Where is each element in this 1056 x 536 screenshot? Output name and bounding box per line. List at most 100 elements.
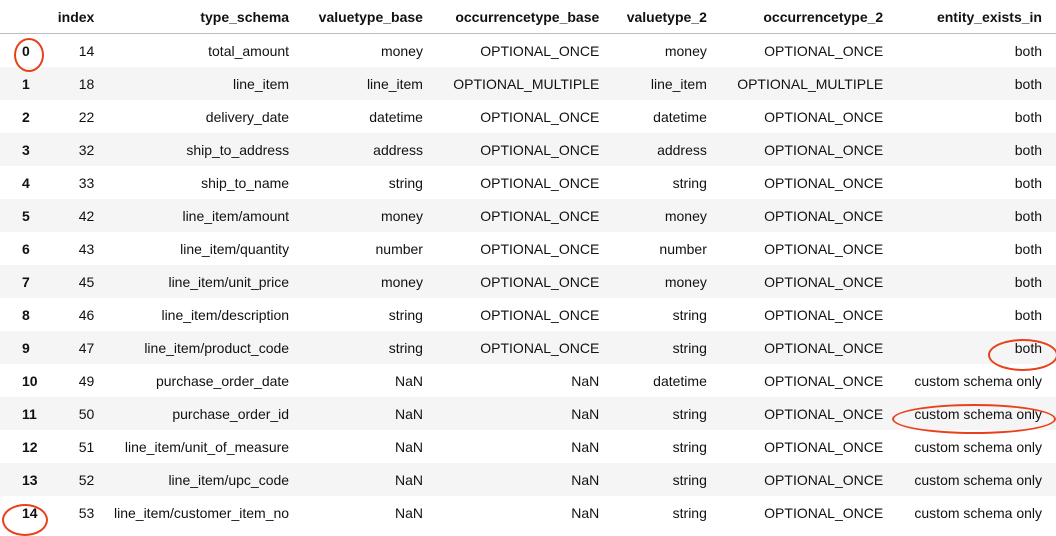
- type-schema-cell: line_item: [94, 67, 304, 100]
- valuetype-base-cell: address: [303, 133, 437, 166]
- valuetype-2-cell: string: [672, 174, 707, 191]
- occurrencetype-base-cell: OPTIONAL_ONCE: [436, 199, 614, 232]
- valuetype-2-cell: string: [613, 463, 721, 496]
- valuetype-2-cell: string: [613, 331, 721, 364]
- valuetype-base-cell: money: [303, 265, 437, 298]
- entity-exists-in-cell: both: [1014, 240, 1042, 257]
- row-index-cell: 12: [22, 438, 38, 455]
- occurrencetype-2-cell: OPTIONAL_ONCE: [764, 108, 884, 125]
- index-cell: 49: [78, 372, 95, 389]
- entity-exists-in-cell: both: [897, 331, 1056, 364]
- entity-exists-in-cell: both: [1014, 174, 1042, 191]
- row-index-cell: 4: [22, 174, 30, 191]
- row-index-cell: 2: [22, 108, 30, 125]
- valuetype-2-cell: money: [613, 199, 721, 232]
- row-index-cell: 1: [0, 67, 55, 100]
- entity-exists-in-cell: custom schema only: [897, 463, 1056, 496]
- occurrencetype-2-cell: OPTIONAL_ONCE: [720, 265, 898, 298]
- type-schema-cell: line_item/description: [161, 306, 290, 323]
- valuetype-2-cell: string: [613, 397, 721, 430]
- entity-exists-in-cell: both: [897, 67, 1056, 100]
- row-index-cell: 11: [0, 397, 55, 430]
- entity-exists-in-cell: custom schema only: [914, 372, 1042, 389]
- header-occurrencetype-base: occurrencetype_base: [436, 0, 614, 34]
- type-schema-cell: line_item/unit_of_measure: [124, 438, 290, 455]
- entity-exists-in-cell: custom schema only: [897, 397, 1056, 430]
- index-cell: 51: [78, 438, 95, 455]
- header-valuetype-base: valuetype_base: [303, 0, 437, 34]
- occurrencetype-base-cell: OPTIONAL_ONCE: [480, 306, 600, 323]
- type-schema-cell: delivery_date: [205, 108, 290, 125]
- entity-exists-in-cell: both: [1014, 306, 1042, 323]
- occurrencetype-base-cell: NaN: [571, 504, 600, 521]
- valuetype-base-cell: datetime: [369, 108, 423, 125]
- type-schema-cell: line_item/unit_price: [94, 265, 304, 298]
- entity-exists-in-cell: both: [897, 133, 1056, 166]
- occurrencetype-base-cell: OPTIONAL_ONCE: [480, 42, 600, 59]
- occurrencetype-base-cell: NaN: [436, 463, 614, 496]
- row-index-cell: 14: [22, 504, 38, 521]
- index-cell: 50: [54, 397, 95, 430]
- valuetype-base-cell: NaN: [394, 504, 423, 521]
- valuetype-base-cell: NaN: [394, 372, 423, 389]
- valuetype-base-cell: money: [303, 199, 437, 232]
- index-cell: 14: [78, 42, 95, 59]
- occurrencetype-base-cell: NaN: [571, 438, 600, 455]
- valuetype-base-cell: string: [388, 174, 423, 191]
- header-index: index: [54, 0, 95, 34]
- row-index-cell: 3: [0, 133, 55, 166]
- valuetype-2-cell: money: [664, 42, 707, 59]
- header-entity-exists-in: entity_exists_in: [897, 0, 1056, 34]
- entity-exists-in-cell: both: [1014, 108, 1042, 125]
- valuetype-2-cell: string: [672, 438, 707, 455]
- row-index-cell: 5: [0, 199, 55, 232]
- occurrencetype-2-cell: OPTIONAL_MULTIPLE: [720, 67, 898, 100]
- occurrencetype-2-cell: OPTIONAL_ONCE: [720, 331, 898, 364]
- header-row-index: [0, 0, 55, 34]
- row-index-cell: 10: [22, 372, 38, 389]
- occurrencetype-2-cell: OPTIONAL_ONCE: [764, 42, 884, 59]
- occurrencetype-2-cell: OPTIONAL_ONCE: [720, 199, 898, 232]
- type-schema-cell: line_item/quantity: [180, 240, 290, 257]
- row-index-cell: 7: [0, 265, 55, 298]
- occurrencetype-2-cell: OPTIONAL_ONCE: [720, 133, 898, 166]
- valuetype-2-cell: string: [672, 306, 707, 323]
- type-schema-cell: line_item/customer_item_no: [113, 504, 290, 521]
- occurrencetype-base-cell: OPTIONAL_ONCE: [436, 133, 614, 166]
- header-occurrencetype-2: occurrencetype_2: [720, 0, 898, 34]
- occurrencetype-base-cell: OPTIONAL_ONCE: [436, 265, 614, 298]
- occurrencetype-2-cell: OPTIONAL_ONCE: [764, 240, 884, 257]
- entity-exists-in-cell: both: [1014, 42, 1042, 59]
- type-schema-cell: ship_to_address: [94, 133, 304, 166]
- occurrencetype-base-cell: OPTIONAL_ONCE: [480, 174, 600, 191]
- header-row: index type_schema valuetype_base occurre…: [0, 0, 1056, 34]
- occurrencetype-base-cell: OPTIONAL_MULTIPLE: [436, 67, 614, 100]
- valuetype-base-cell: number: [375, 240, 423, 257]
- type-schema-cell: line_item/product_code: [94, 331, 304, 364]
- index-cell: 43: [78, 240, 95, 257]
- row-index-cell: 0: [22, 42, 30, 59]
- index-cell: 22: [78, 108, 95, 125]
- entity-exists-in-cell: custom schema only: [914, 438, 1042, 455]
- header-valuetype-2: valuetype_2: [613, 0, 721, 34]
- entity-exists-in-cell: custom schema only: [914, 504, 1042, 521]
- occurrencetype-2-cell: OPTIONAL_ONCE: [764, 174, 884, 191]
- valuetype-2-cell: address: [613, 133, 721, 166]
- occurrencetype-base-cell: OPTIONAL_ONCE: [480, 240, 600, 257]
- index-cell: 46: [78, 306, 95, 323]
- valuetype-2-cell: money: [613, 265, 721, 298]
- type-schema-cell: line_item/amount: [94, 199, 304, 232]
- occurrencetype-base-cell: NaN: [571, 372, 600, 389]
